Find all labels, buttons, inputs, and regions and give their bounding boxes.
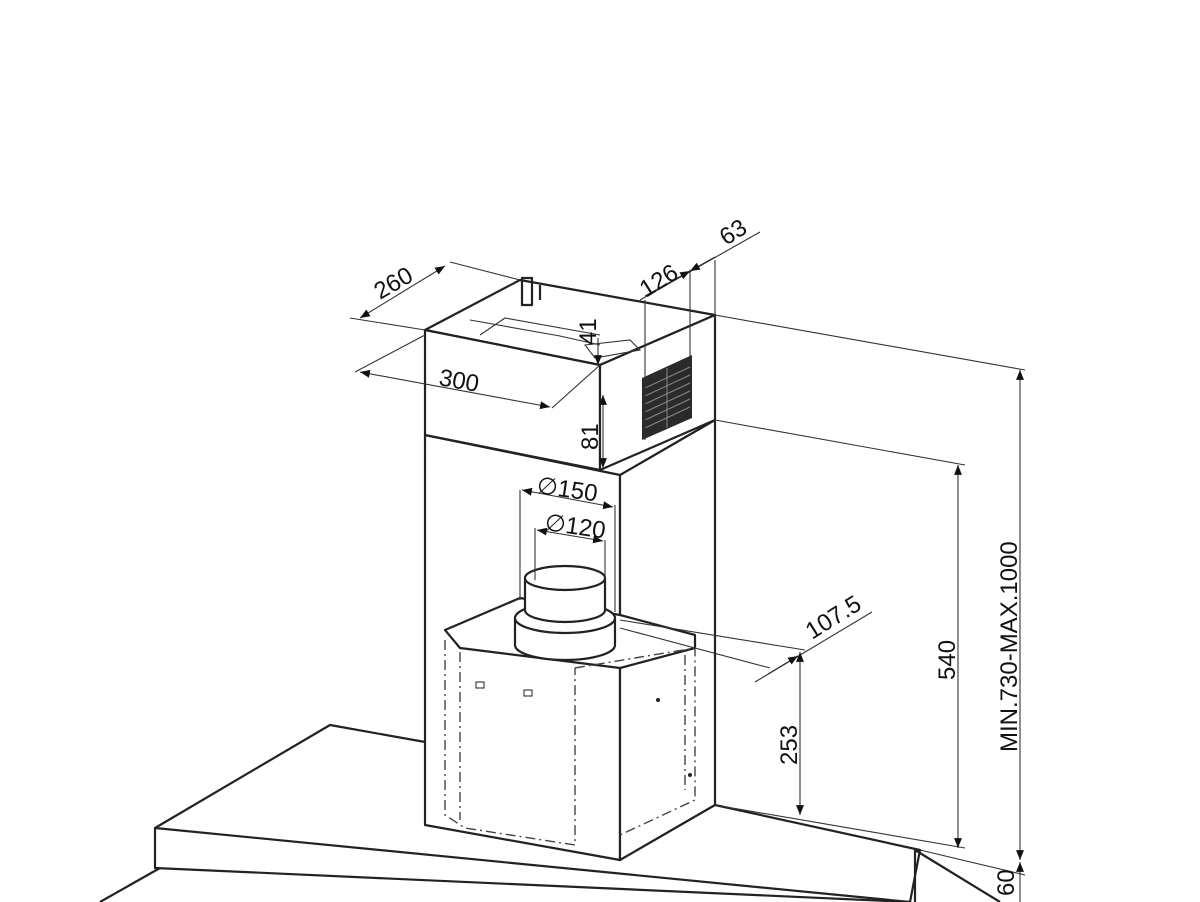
duct-collar: [513, 564, 617, 662]
dim-81-label: 81: [577, 423, 604, 450]
dim-126-label: 126: [635, 259, 683, 303]
vent-grille-icon: [642, 355, 692, 440]
dim-260-label: 260: [370, 262, 418, 305]
dim-41-label: 41: [575, 318, 602, 345]
dimension-arrows: [359, 256, 1024, 902]
dim-63-label: 63: [715, 214, 752, 251]
extension-lines: [349, 231, 1026, 876]
dim-total-height-label: MIN.730-MAX.1000: [996, 541, 1023, 752]
dim-253-label: 253: [776, 725, 803, 765]
dim-60-label: 60: [993, 869, 1020, 896]
dim-107-5-label: 107.5: [801, 590, 866, 645]
dim-540-label: 540: [934, 640, 961, 680]
